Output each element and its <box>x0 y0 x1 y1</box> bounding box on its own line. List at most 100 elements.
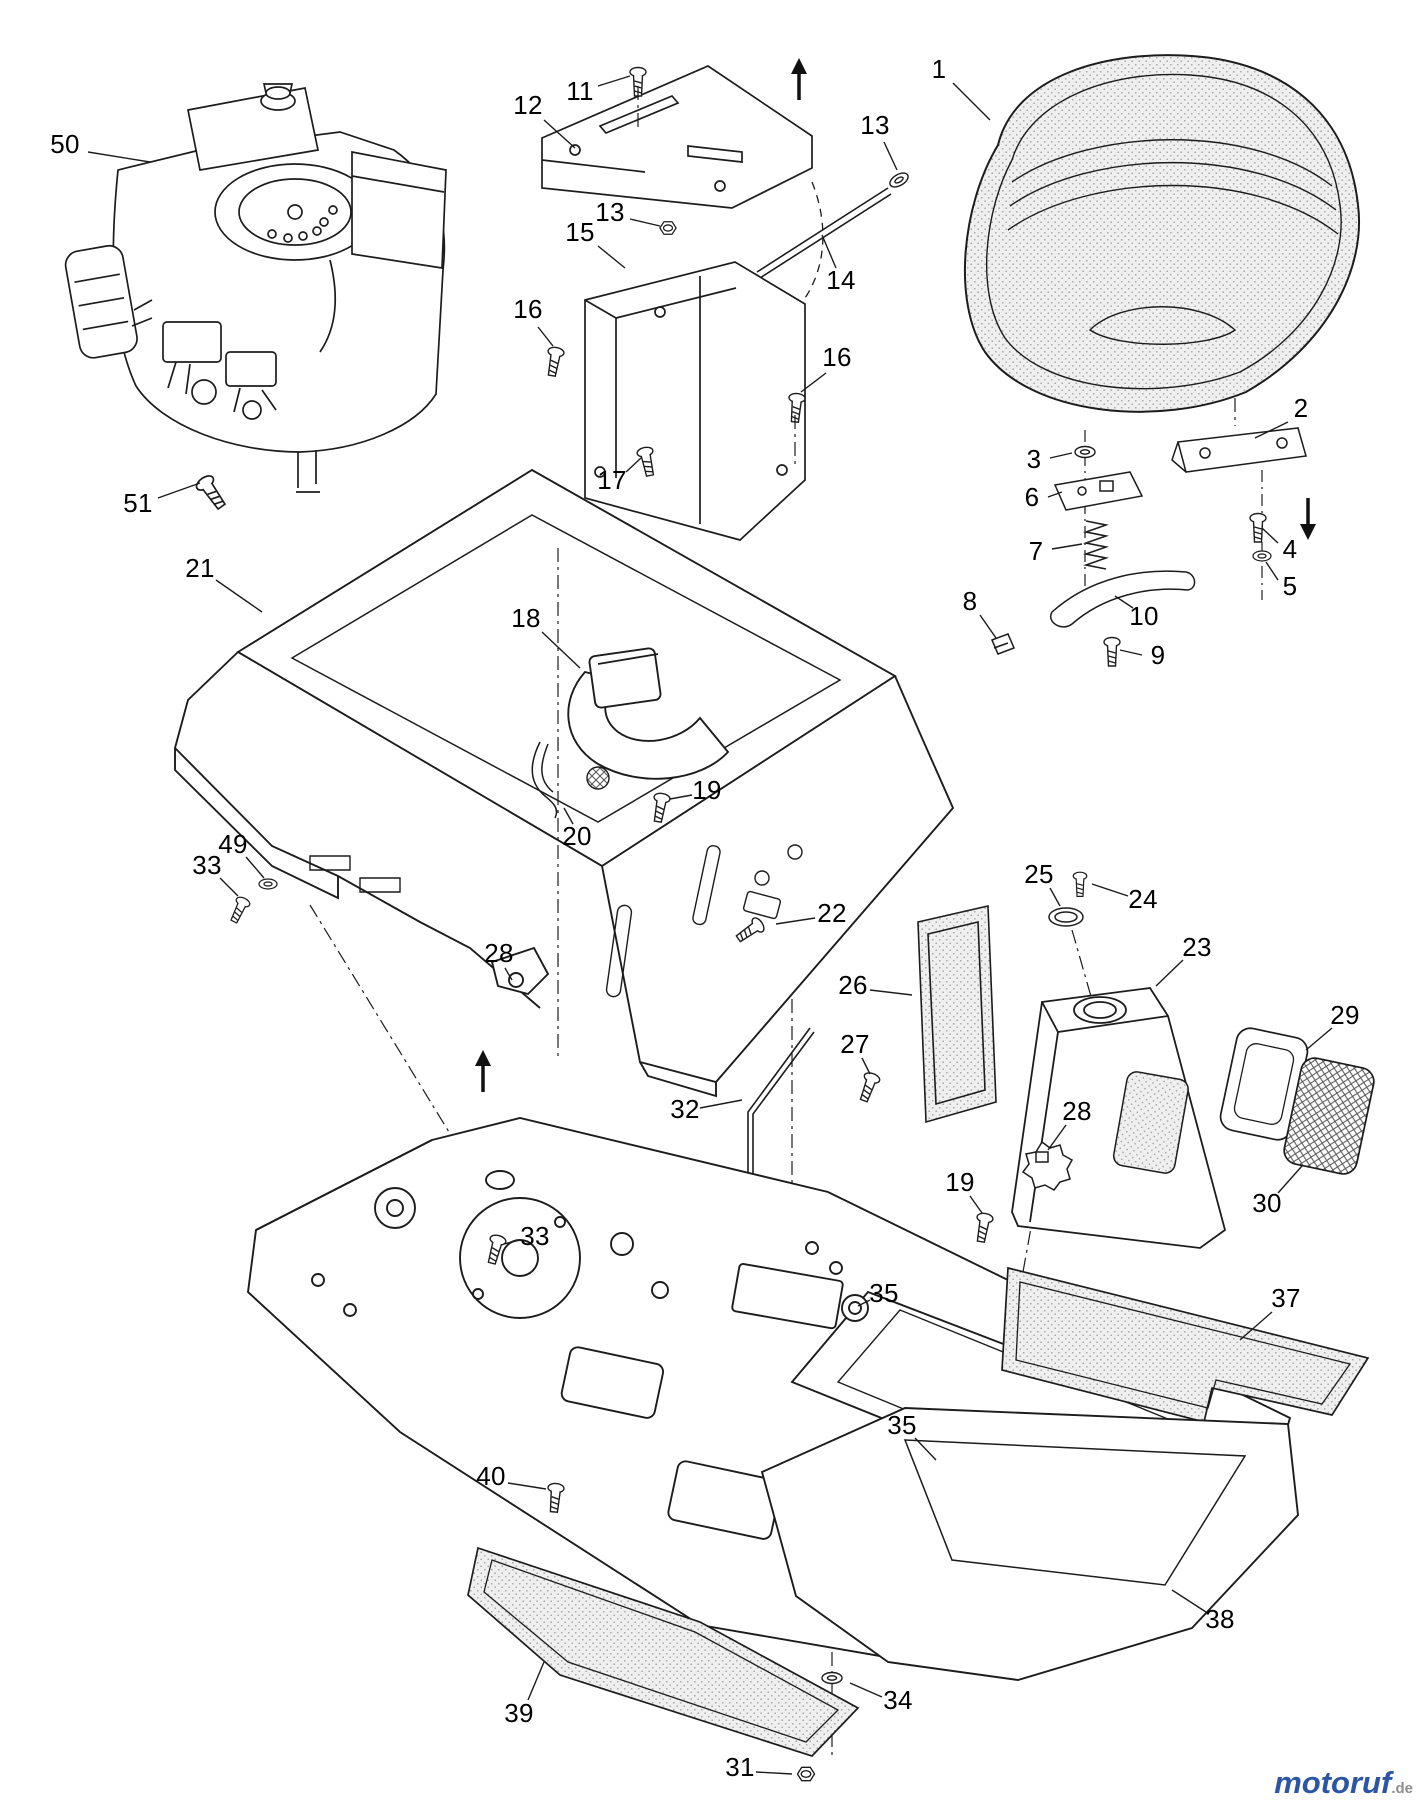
lift-rod <box>756 187 892 279</box>
part-callout-4: 4 <box>1282 533 1298 564</box>
side-panel <box>917 905 997 1124</box>
part-callout-13: 13 <box>595 196 625 227</box>
part-callout-32: 32 <box>670 1093 700 1124</box>
leader-line-6 <box>1047 491 1063 498</box>
grille <box>1219 1027 1375 1175</box>
leader-line-18 <box>541 631 581 669</box>
leader-line-22 <box>775 917 816 925</box>
part-callout-11: 11 <box>566 75 594 106</box>
footrest-pad-left <box>467 1546 860 1757</box>
nut-31 <box>796 1766 816 1782</box>
leader-line-10 <box>1114 595 1134 609</box>
part-callout-7: 7 <box>1028 535 1044 566</box>
screw-16-left <box>543 345 566 378</box>
leader-line-2 <box>1254 421 1289 439</box>
part-callout-13: 13 <box>860 109 890 140</box>
part-callout-5: 5 <box>1282 570 1298 601</box>
arrow-down-icon <box>1298 496 1318 542</box>
leader-line-33 <box>503 1239 521 1245</box>
part-callout-16: 16 <box>513 293 543 324</box>
part-callout-16: 16 <box>822 341 852 372</box>
leader-line-29 <box>1305 1027 1333 1051</box>
part-callout-9: 9 <box>1150 639 1166 670</box>
part-callout-24: 24 <box>1128 883 1158 914</box>
leader-line-11 <box>597 75 631 87</box>
screw-22 <box>733 915 767 947</box>
leader-line-8 <box>979 614 997 639</box>
leader-line-9 <box>1119 649 1143 656</box>
part-callout-28: 28 <box>484 937 514 968</box>
leader-line-21 <box>215 579 263 613</box>
leader-line-32 <box>699 1099 743 1109</box>
bolt-51 <box>193 472 231 513</box>
part-callout-40: 40 <box>476 1460 506 1491</box>
part-callout-15: 15 <box>565 216 595 247</box>
footrest-pad-right <box>1001 1266 1370 1424</box>
mounting-plate <box>541 65 813 209</box>
knob-28 <box>1021 1140 1074 1191</box>
part-callout-12: 12 <box>513 89 543 120</box>
leader-line-38 <box>1171 1589 1207 1613</box>
leader-line-23 <box>1155 959 1184 987</box>
washer-13 <box>886 169 912 191</box>
engine-assembly <box>64 83 447 493</box>
part-callout-3: 3 <box>1026 443 1042 474</box>
part-callout-39: 39 <box>504 1697 534 1728</box>
leader-line-1 <box>952 82 991 121</box>
part-callout-26: 26 <box>838 969 868 1000</box>
leader-line-13 <box>883 141 898 171</box>
screw-33-left <box>226 894 252 926</box>
part-callout-19: 19 <box>945 1166 975 1197</box>
part-callout-49: 49 <box>218 828 248 859</box>
arrow-up-icon <box>789 56 809 102</box>
part-callout-28: 28 <box>1062 1095 1092 1126</box>
motoruf-logo[interactable]: motoruf.de <box>1274 1767 1413 1798</box>
ring-25 <box>1048 907 1084 927</box>
part-callout-34: 34 <box>883 1684 913 1715</box>
leader-line-33 <box>219 877 239 897</box>
seat <box>963 54 1360 413</box>
leader-line-14 <box>821 234 837 269</box>
part-callout-14: 14 <box>826 264 856 295</box>
leader-line-12 <box>543 119 576 149</box>
guide-curve <box>791 181 824 315</box>
part-callout-25: 25 <box>1024 858 1054 889</box>
leader-line-25 <box>1049 887 1061 907</box>
nut-13 <box>659 221 677 235</box>
leader-line-24 <box>1091 883 1129 897</box>
fuel-console <box>1011 987 1227 1249</box>
part-callout-8: 8 <box>962 585 978 616</box>
part-callout-6: 6 <box>1024 481 1040 512</box>
part-callout-21: 21 <box>185 552 215 583</box>
part-callout-50: 50 <box>50 128 80 159</box>
part-callout-38: 38 <box>1205 1603 1235 1634</box>
leader-line-19 <box>669 794 693 800</box>
screw-24 <box>1072 871 1088 897</box>
part-callout-27: 27 <box>840 1028 870 1059</box>
leader-line-49 <box>245 856 265 879</box>
leader-line-35 <box>914 1437 937 1461</box>
leader-line-27 <box>861 1057 871 1075</box>
leader-line-40 <box>507 1482 547 1490</box>
seat-hardware <box>991 427 1307 667</box>
leader-line-37 <box>1239 1311 1273 1341</box>
leader-line-31 <box>755 1771 793 1775</box>
part-callout-29: 29 <box>1330 999 1360 1030</box>
leader-line-28 <box>504 967 513 981</box>
leader-line-3 <box>1049 452 1073 459</box>
motoruf-logo-tld: .de <box>1391 1780 1413 1797</box>
leader-line-34 <box>849 1682 883 1698</box>
part-callout-37: 37 <box>1271 1282 1301 1313</box>
engine-shroud <box>584 261 806 541</box>
leader-line-7 <box>1051 543 1083 550</box>
part-callout-22: 22 <box>817 897 847 928</box>
part-callout-35: 35 <box>887 1409 917 1440</box>
part-callout-51: 51 <box>123 487 153 518</box>
washer-34 <box>821 1671 843 1685</box>
lower-body <box>760 1407 1299 1681</box>
part-callout-10: 10 <box>1129 600 1159 631</box>
part-callout-30: 30 <box>1252 1187 1282 1218</box>
leader-line-20 <box>563 807 574 825</box>
leader-line-39 <box>527 1661 545 1701</box>
